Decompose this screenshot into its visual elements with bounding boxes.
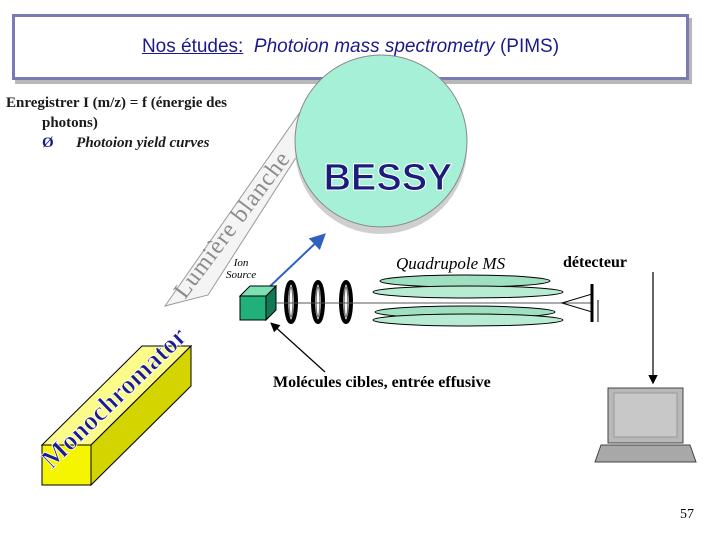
molecules-label: Molécules cibles, entrée effusive [273, 374, 491, 391]
computer-icon [594, 387, 697, 463]
title-tail: (PIMS) [499, 36, 560, 57]
ion-source-label: Ion Source [226, 257, 257, 281]
bessy-label: BESSY [324, 157, 453, 199]
page-number: 57 [680, 507, 694, 522]
bullet-list: Enregistrer I (m/z) = f (énergie des pho… [6, 93, 296, 153]
detector-label: détecteur [563, 254, 627, 271]
arrow-bullet-icon: Ø [42, 135, 54, 151]
bullet-line-2: photons) [42, 115, 98, 131]
bullet-sub-item: Ø Photoion yield curves [6, 133, 296, 153]
bessy-synchrotron: BESSY [294, 54, 468, 234]
ion-source-cube [238, 284, 278, 322]
slide-title: Nos études: Photoion mass spectrometry (… [15, 36, 686, 58]
monochromator-box: Monochromator [35, 320, 193, 487]
title-lead: Nos études: [141, 36, 244, 57]
quadrupole-rods [372, 274, 564, 327]
bullet-line-1: Enregistrer I (m/z) = f (énergie des [6, 95, 227, 111]
quadrupole-label: Quadrupole MS [396, 254, 506, 273]
ion-lenses [284, 280, 353, 324]
title-emphasis: Photoion mass spectrometry [253, 36, 495, 57]
detector-icon [560, 284, 599, 322]
molecules-arrow [270, 322, 326, 373]
bullet-sub-text: Photoion yield curves [76, 135, 210, 151]
